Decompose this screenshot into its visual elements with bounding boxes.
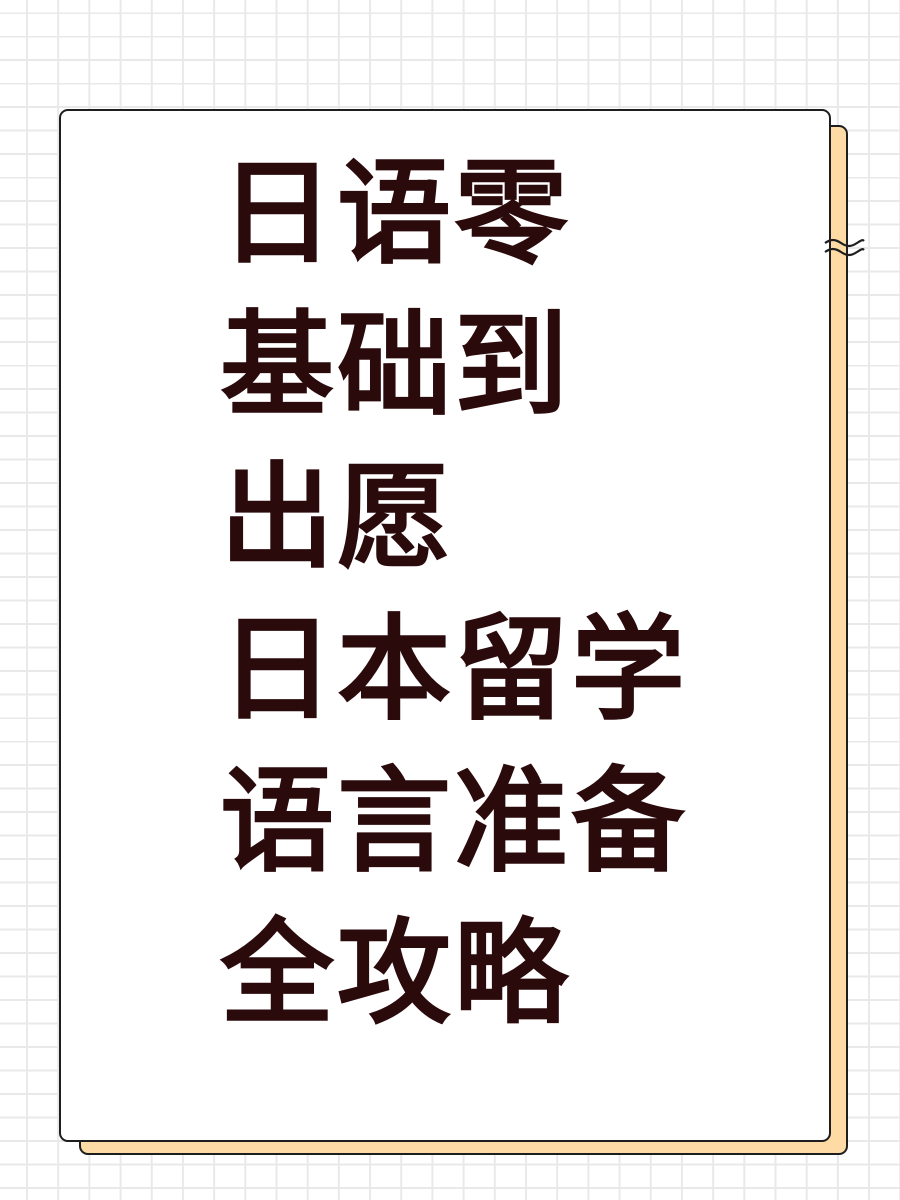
title-line-4: 日本留学 xyxy=(220,603,689,736)
title-line-5: 语言准备 xyxy=(220,755,689,888)
title-line-6: 全攻略 xyxy=(220,907,572,1040)
poster-title: 日语零 基础到 出愿 日本留学 语言准备 全攻略 xyxy=(220,130,688,1058)
title-line-1: 日语零 xyxy=(220,147,572,280)
front-card xyxy=(59,109,831,1142)
title-line-3: 出愿 xyxy=(220,451,455,584)
title-line-2: 基础到 xyxy=(220,299,572,432)
wave-break-icon xyxy=(824,238,865,257)
